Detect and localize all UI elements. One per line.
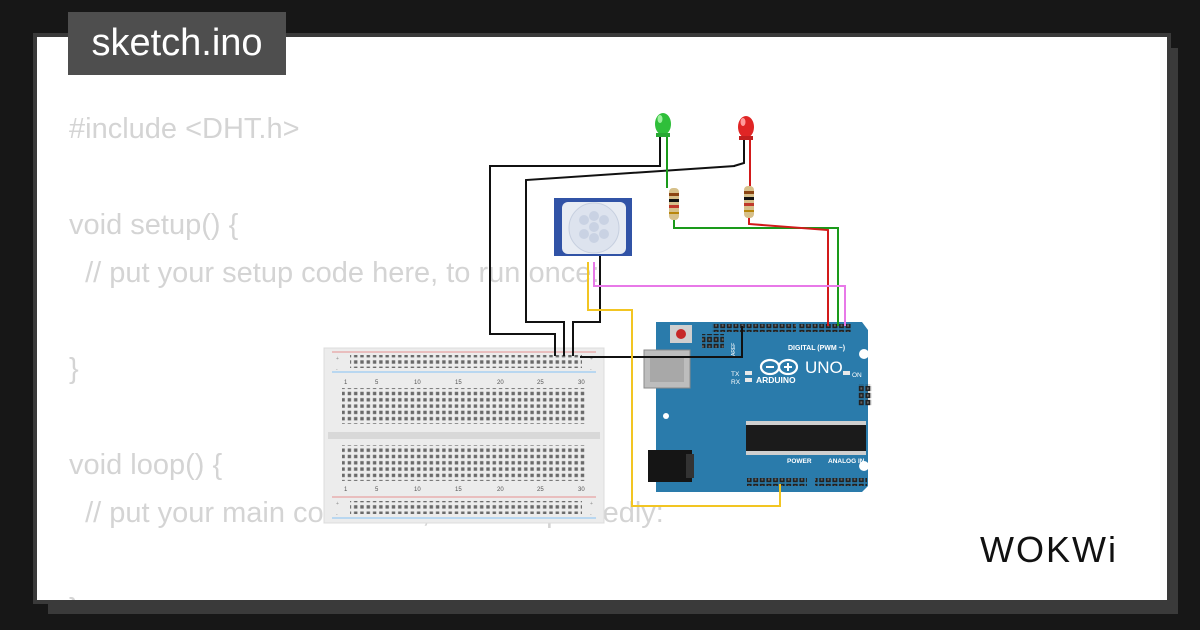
svg-text:WOKWi: WOKWi <box>980 529 1118 570</box>
svg-text:1: 1 <box>344 487 348 493</box>
arduino-brand: ARDUINO <box>756 375 796 385</box>
digital-header-left <box>712 324 796 332</box>
svg-text:25: 25 <box>537 380 544 386</box>
code-line: } <box>69 593 79 600</box>
svg-text:-: - <box>590 367 592 373</box>
rx-label: RX <box>731 379 741 386</box>
pir-sensor-icon[interactable]: + D - <box>554 198 632 264</box>
svg-text:+: + <box>336 501 339 507</box>
power-label: POWER <box>787 458 812 465</box>
arduino-model: UNO <box>805 358 843 377</box>
svg-text:+ D -: + D - <box>582 258 593 264</box>
svg-text:5: 5 <box>375 487 379 493</box>
code-line: void loop() { <box>69 449 223 481</box>
breadboard-column-numbers: 1 5 10 15 20 25 30 1 5 10 15 20 25 30 <box>344 380 585 493</box>
svg-text:30: 30 <box>578 380 585 386</box>
svg-text:+: + <box>590 501 593 507</box>
svg-text:-: - <box>336 367 338 373</box>
atmega-chip <box>746 424 866 452</box>
preview-card: #include <DHT.h> void setup() { // put y… <box>33 33 1171 604</box>
svg-text:-: - <box>336 512 338 518</box>
svg-text:-: - <box>590 512 592 518</box>
svg-text:20: 20 <box>497 487 504 493</box>
code-line: } <box>69 353 79 385</box>
svg-text:25: 25 <box>537 487 544 493</box>
wokwi-logo: WOKWi <box>980 529 1118 570</box>
resistor-icon[interactable] <box>669 188 679 220</box>
svg-text:10: 10 <box>414 380 421 386</box>
file-title-tab[interactable]: sketch.ino <box>68 12 286 75</box>
analog-header <box>815 478 867 486</box>
digital-header-right <box>799 324 851 332</box>
resistor-icon[interactable] <box>744 186 754 218</box>
power-jack <box>648 450 692 482</box>
svg-text:10: 10 <box>414 487 421 493</box>
red-led-icon[interactable] <box>738 116 754 140</box>
svg-text:20: 20 <box>497 380 504 386</box>
tx-label: TX <box>731 371 740 378</box>
analog-label: ANALOG IN <box>828 458 865 465</box>
breadboard[interactable]: 1 5 10 15 20 25 30 1 5 10 15 20 25 30 + -… <box>323 347 605 524</box>
code-line: #include <DHT.h> <box>69 113 300 145</box>
arduino-logo-icon <box>759 358 799 376</box>
green-led-icon[interactable] <box>655 113 671 137</box>
svg-text:15: 15 <box>455 380 462 386</box>
code-line: void setup() { <box>69 209 239 241</box>
svg-text:+: + <box>590 356 593 362</box>
digital-label: DIGITAL (PWM ~) <box>788 345 845 352</box>
svg-text:1: 1 <box>344 380 348 386</box>
svg-text:15: 15 <box>455 487 462 493</box>
on-label: ON <box>852 372 862 379</box>
arduino-uno-board[interactable]: DIGITAL (PWM ~) AREF TX RX ON ARDUINO UN… <box>643 322 872 492</box>
svg-text:+: + <box>336 356 339 362</box>
code-editor: #include <DHT.h> void setup() { // put y… <box>69 105 664 600</box>
svg-text:30: 30 <box>578 487 585 493</box>
svg-text:5: 5 <box>375 380 379 386</box>
wires <box>489 137 846 507</box>
power-header <box>747 478 807 486</box>
file-title: sketch.ino <box>91 22 263 64</box>
aref-label: AREF <box>731 343 737 356</box>
